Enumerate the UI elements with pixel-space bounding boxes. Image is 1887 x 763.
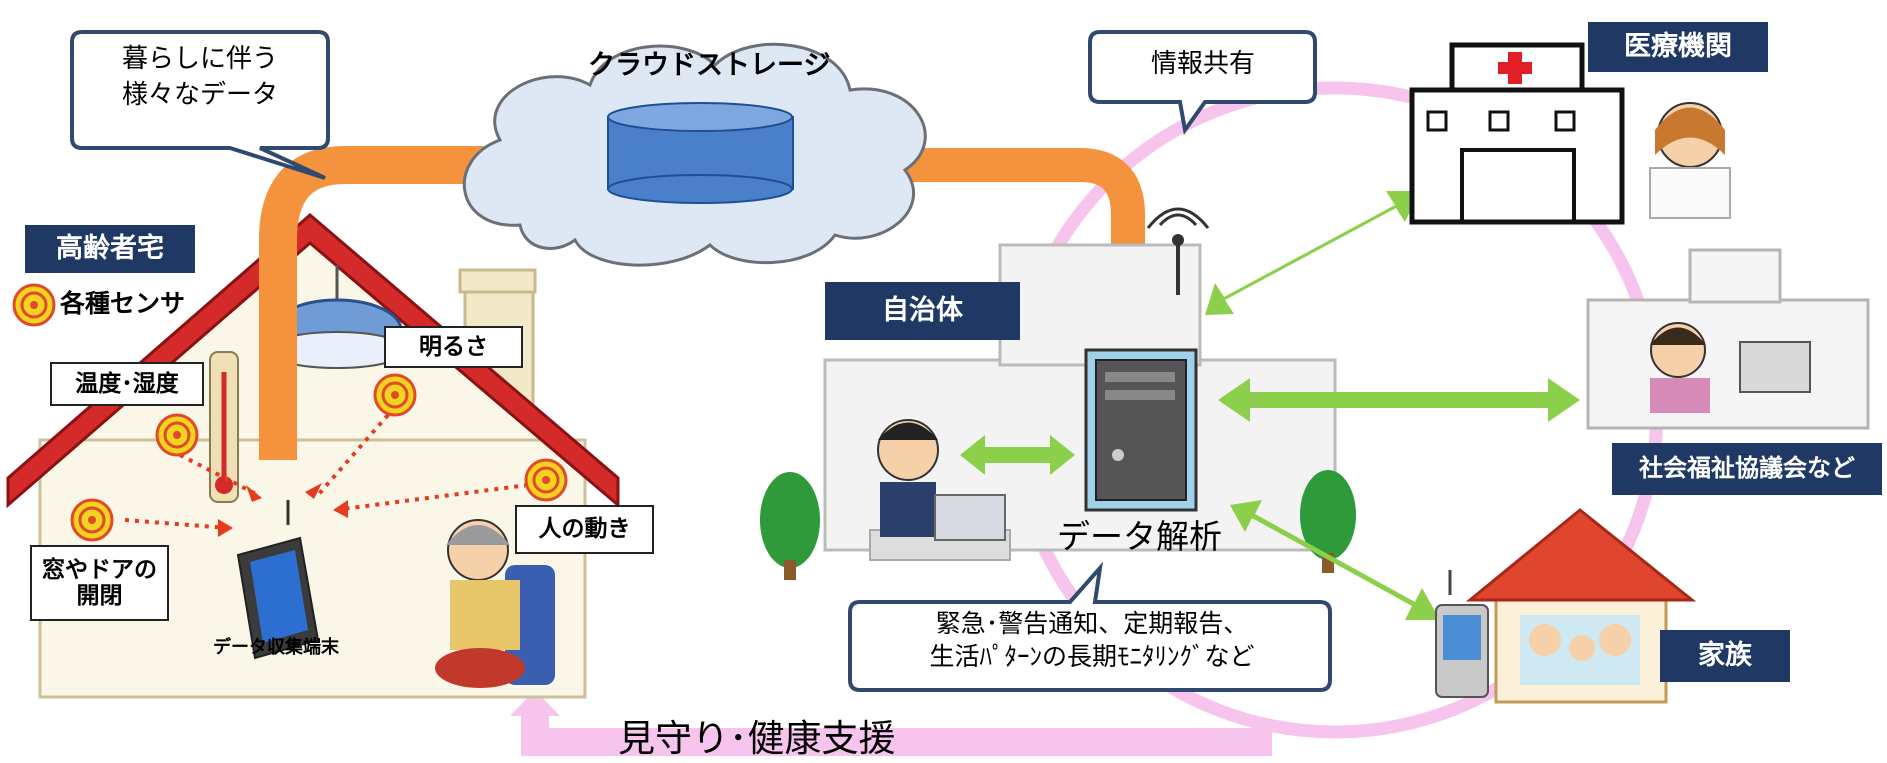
sensor-icon [373, 373, 417, 417]
elderly-home-label: 高齢者宅 [25, 225, 195, 273]
smartphone-icon [1435, 570, 1489, 698]
data-terminal-label: データ収集端末 [213, 637, 339, 658]
cloud-storage-label: クラウドストレージ [588, 50, 831, 81]
green-arrows [960, 191, 1580, 620]
sensor-arrows [124, 413, 529, 530]
sensors-label: 各種センサ [60, 289, 186, 318]
window-door-line-1: 窓やドアの [42, 556, 157, 583]
sensor-icon [12, 283, 56, 327]
elderly-person-icon [435, 519, 555, 688]
sensor-icon [524, 458, 568, 502]
tree-icon [760, 470, 1356, 580]
data-types-line-2: 様々なデータ [121, 79, 278, 110]
database-icon [607, 102, 794, 204]
social-welfare-label: 社会福祉協議会など [1612, 443, 1882, 495]
alerts-line-2: 生活ﾊﾟﾀｰﾝの長期ﾓﾆﾀﾘﾝｸﾞなど [929, 641, 1255, 671]
family-label: 家族 [1660, 630, 1790, 682]
staff-person-icon [877, 419, 1006, 541]
doctor-icon [1649, 102, 1731, 219]
data-types-bubble-text: 暮らしに伴う 様々なデータ [90, 44, 310, 111]
antenna-icon [1146, 207, 1210, 295]
alerts-text: 緊急･警告通知、定期報告、 生活ﾊﾟﾀｰﾝの長期ﾓﾆﾀﾘﾝｸﾞなど [872, 609, 1312, 672]
monitoring-arrow [510, 690, 1272, 756]
monitoring-label: 見守り･健康支援 [618, 717, 896, 760]
tablet-icon [236, 500, 320, 660]
temp-humidity-label: 温度･湿度 [50, 362, 204, 406]
sensor-icon [70, 498, 114, 542]
alerts-line-1: 緊急･警告通知、定期報告、 [935, 609, 1249, 638]
data-analysis-label: データ解析 [1057, 517, 1222, 556]
info-sharing-bubble [1088, 30, 1317, 136]
server-icon [1084, 348, 1198, 512]
family-house-icon [1465, 508, 1697, 704]
elderly-house [6, 213, 620, 699]
human-motion-label: 人の動き [515, 505, 654, 554]
municipality-label: 自治体 [825, 282, 1020, 340]
window-door-label: 窓やドアの 開閉 [30, 545, 169, 621]
data-types-bubble [70, 30, 330, 180]
medical-label: 医療機関 [1588, 22, 1768, 72]
window-door-line-2: 開閉 [76, 583, 123, 609]
thermometer-icon [209, 351, 239, 503]
hospital-icon [1409, 42, 1625, 225]
data-types-line-1: 暮らしに伴う [121, 44, 278, 74]
social-welfare-office-icon [1586, 248, 1870, 430]
alerts-bubble [848, 561, 1332, 692]
sensor-icon [155, 413, 199, 457]
info-sharing-label: 情報共有 [1150, 49, 1255, 79]
brightness-label: 明るさ [384, 326, 523, 368]
